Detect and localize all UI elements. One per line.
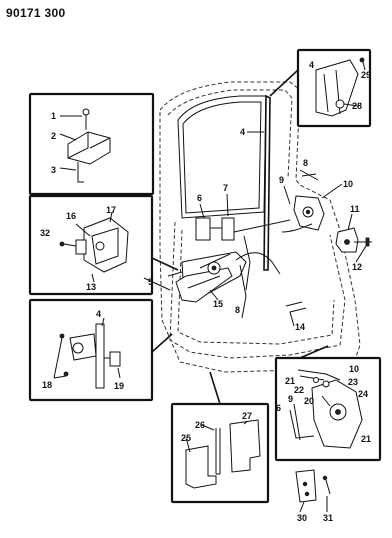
callout-19: 19	[114, 381, 124, 391]
callout-2: 2	[51, 131, 56, 141]
callout-15: 15	[213, 299, 223, 309]
callout-18: 18	[42, 380, 52, 390]
callout-9: 9	[279, 175, 284, 185]
callout-3: 3	[51, 165, 56, 175]
callout-26: 26	[195, 420, 205, 430]
callout-9-box-f: 9	[288, 394, 293, 404]
callout-connector-d	[269, 69, 299, 97]
callout-6: 6	[197, 193, 202, 203]
weatherstrip	[285, 301, 307, 313]
callout-connector-c	[151, 333, 173, 353]
callout-6-box-f: 6	[276, 403, 281, 413]
callout-30: 30	[297, 513, 307, 523]
callout-23: 23	[348, 377, 358, 387]
inset-box-latch-actuator	[28, 194, 154, 296]
callout-4-channel: 4	[240, 127, 245, 137]
window-regulator	[167, 251, 281, 303]
callout-17: 17	[106, 205, 116, 215]
callout-11: 11	[350, 204, 360, 214]
inset-box-hinge-halves	[170, 402, 270, 504]
inset-box-upper-channel	[296, 48, 372, 128]
callout-connector	[151, 257, 179, 271]
callout-29: 29	[361, 70, 371, 80]
callout-connector-f	[299, 345, 329, 359]
callout-1: 1	[51, 111, 56, 121]
callout-14: 14	[295, 322, 305, 332]
callout-20: 20	[304, 396, 314, 406]
callout-10-box-f: 10	[349, 364, 359, 374]
callout-connector-e	[209, 371, 221, 405]
lock-rod	[239, 169, 319, 319]
callout-21-upper: 21	[285, 376, 295, 386]
inset-box-latch-assembly	[274, 356, 382, 462]
inset-box-hinge-bracket	[28, 92, 155, 196]
hinge-pin-parts	[295, 469, 331, 503]
callout-27: 27	[242, 411, 252, 421]
striker	[335, 227, 372, 253]
inset-box-channel-bracket	[28, 298, 154, 402]
glass-run-channel	[263, 94, 271, 271]
callout-connector-5	[143, 277, 171, 291]
callout-21-lower: 21	[361, 434, 371, 444]
inside-handle-linkage	[195, 217, 291, 291]
leader-lines	[185, 61, 367, 513]
callout-4-top: 4	[309, 60, 314, 70]
door-latch-main	[281, 195, 325, 233]
document-id: 90171 300	[6, 6, 66, 20]
callout-4-box-c: 4	[96, 309, 101, 319]
callout-16: 16	[66, 211, 76, 221]
door-glass	[177, 95, 267, 219]
callout-5: 5	[148, 277, 153, 287]
callout-8-rod: 8	[303, 158, 308, 168]
callout-7: 7	[223, 183, 228, 193]
callout-8-lower: 8	[235, 305, 240, 315]
callout-13: 13	[86, 282, 96, 292]
callout-31: 31	[323, 513, 333, 523]
callout-32: 32	[40, 228, 50, 238]
callout-12: 12	[352, 262, 362, 272]
callout-22: 22	[294, 385, 304, 395]
callout-10: 10	[343, 179, 353, 189]
callout-24: 24	[358, 389, 368, 399]
